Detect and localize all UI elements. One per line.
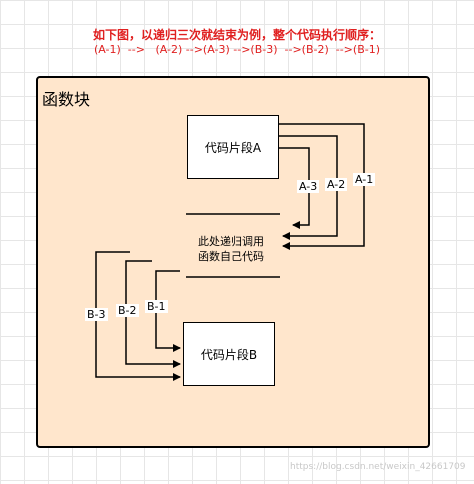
- edge-label-b3: B-3: [85, 308, 108, 321]
- recursive-call-text-line2: 函数自己代码: [198, 250, 264, 263]
- function-block-label: 函数块: [42, 90, 91, 109]
- code-segment-a-label: 代码片段A: [204, 140, 262, 155]
- edge-label-a3: A-3: [297, 180, 320, 193]
- edge-a1-arrow: [279, 123, 365, 250]
- recursive-call-text-line1: 此处递归调用: [198, 235, 264, 248]
- edge-label-a1: A-1: [353, 173, 376, 186]
- code-segment-b-box: 代码片段B: [183, 322, 275, 386]
- diagram-caption-title: 如下图，以递归三次就结束为例，整个代码执行顺序：: [92, 28, 381, 42]
- edge-label-a2: A-2: [325, 178, 348, 191]
- code-segment-a-box: 代码片段A: [187, 115, 279, 179]
- watermark-text: https://blog.csdn.net/weixin_42661709: [290, 462, 466, 472]
- edge-label-b1: B-1: [145, 300, 168, 313]
- execution-order-sequence: (A-1) --> (A-2) -->(A-3) -->(B-3) -->(B-…: [93, 43, 381, 56]
- edge-label-b2: B-2: [116, 304, 139, 317]
- code-segment-b-label: 代码片段B: [200, 347, 258, 362]
